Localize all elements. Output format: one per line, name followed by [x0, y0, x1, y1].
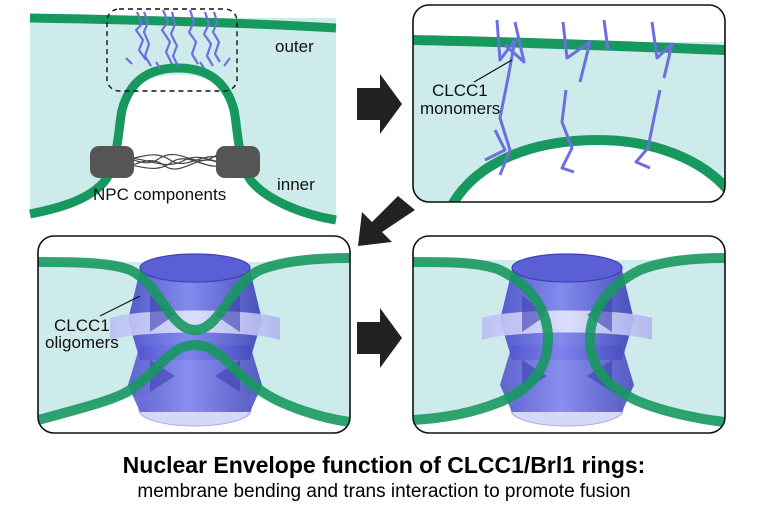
- label-inner: inner: [277, 175, 315, 194]
- panel-2-monomers: CLCC1 monomers: [412, 4, 726, 203]
- clcc1-ring-oligomer: [482, 253, 652, 427]
- clcc1-monomers: [484, 19, 674, 176]
- label-oligomers: oligomers: [45, 333, 119, 352]
- inner-membrane: [29, 63, 337, 225]
- label-clcc1: CLCC1: [54, 316, 110, 335]
- outer-membrane: [38, 253, 350, 336]
- caption-subtitle: membrane bending and trans interaction t…: [137, 481, 631, 502]
- npc-components: [90, 146, 260, 178]
- panel-4-fusion: [412, 235, 726, 434]
- inner-membrane: [38, 339, 350, 427]
- caption-title: Nuclear Envelope function of CLCC1/Brl1 …: [122, 452, 646, 478]
- arrows: [357, 74, 415, 368]
- label-clcc1: CLCC1: [432, 81, 488, 100]
- panel-1-nuclear-envelope: outer inner NPC components: [29, 8, 337, 225]
- outer-membrane: [413, 35, 725, 55]
- monomers-pointer: [473, 59, 513, 83]
- arrow-down-left-icon: [358, 196, 415, 246]
- zoom-inset-box: [106, 8, 238, 92]
- oligomers-pointer: [99, 295, 141, 317]
- panel-3-oligomers: CLCC1 oligomers: [37, 235, 351, 434]
- arrow-right-icon: [357, 74, 402, 134]
- label-npc-components: NPC components: [93, 185, 226, 204]
- panel-2-frame: [412, 4, 726, 203]
- clcc1-strands: [125, 9, 231, 69]
- inner-membrane: [447, 134, 725, 202]
- label-monomers: monomers: [420, 99, 500, 118]
- outer-membrane: [29, 13, 337, 33]
- arrow-right-icon: [357, 308, 402, 368]
- label-outer: outer: [275, 37, 314, 56]
- fused-membrane-right: [584, 253, 725, 427]
- panel-3-frame: [37, 235, 351, 434]
- panel-4-frame: [412, 235, 726, 434]
- fused-membrane-left: [413, 257, 554, 425]
